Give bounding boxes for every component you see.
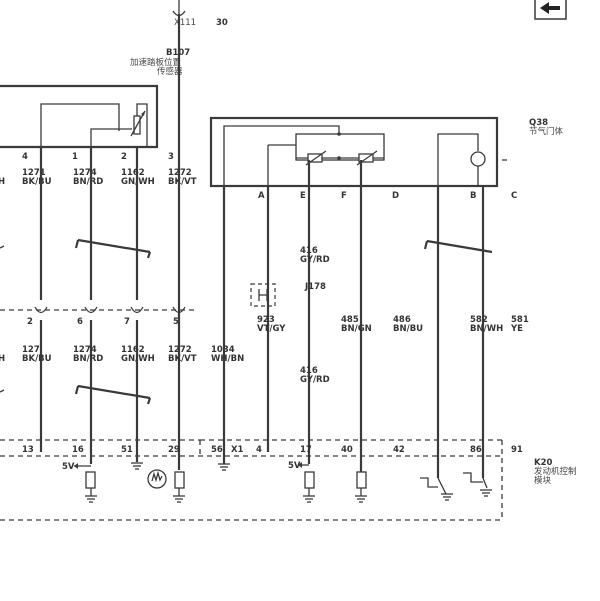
wire-1162b-num: 1162 [121,345,145,355]
wire-127-color: BK/BU [22,354,52,364]
wire-485-color: BN/GN [341,324,372,334]
k20-pin-x1: X1 [231,445,244,455]
b107-sensor-box [0,84,159,149]
q38-pin-c: C [511,191,517,201]
left-stub-lower: H [0,354,5,364]
k20-desc2: 模块 [534,475,552,486]
wire-1274-color: BN/RD [73,177,103,187]
inline-connector [0,306,196,314]
wire-1274-num: 1274 [73,168,97,178]
wire-582-color: BN/WH [470,324,503,334]
wire-486-num: 486 [393,315,411,325]
mid-pin-7: 7 [124,317,130,327]
j178-splice [250,283,276,307]
k20-pin-13: 13 [22,445,34,455]
k20-pin-16: 16 [72,445,84,455]
k20-pin-4: 4 [256,445,262,455]
k20-pin-40: 40 [341,445,353,455]
x111-label: X111 [174,18,196,28]
b107-pin-4: 4 [22,152,28,162]
q38-pin-a: A [258,191,265,201]
x111-pin-30: 30 [216,18,228,28]
k20-pin-86: 86 [470,445,482,455]
b107-desc2: 传感器 [157,66,183,77]
q38-pin-d: D [392,191,399,201]
wire-1271-num: 1271 [22,168,46,178]
wire-416-num: 416 [300,246,318,256]
wire-1274b-color: BN/RD [73,354,103,364]
j178-label: J178 [304,282,326,292]
wire-923-num: 923 [257,315,275,325]
wire-581-num: 581 [511,315,529,325]
mid-pin-2: 2 [27,317,33,327]
wire-416-color: GY/RD [300,255,330,265]
wire-1162-num: 1162 [121,168,145,178]
b107-pin-3: 3 [168,152,174,162]
wire-923-color: VT/GY [257,324,286,334]
q38-pin-e: E [300,191,306,201]
q38-box [209,116,499,188]
wire-1274b-num: 1274 [73,345,97,355]
k20-pin-56: 56 [211,445,223,455]
wire-1272b-color: BK/VT [168,354,197,364]
k20-desc: 发动机控制 [534,466,577,477]
k20-module-box [0,439,503,521]
back-arrow-icon [534,0,567,20]
k20-pin-42: 42 [393,445,405,455]
ecm-internal-circuits: 5V 5V [62,461,492,503]
wire-1272b-num: 1272 [168,345,192,355]
q38-pin-f: F [341,191,347,201]
wire-1162b-color: GN/WH [121,354,155,364]
k20-pin-51: 51 [121,445,133,455]
k20-pin-17: 17 [300,445,312,455]
mid-pin-6: 6 [77,317,83,327]
wire-485-num: 485 [341,315,359,325]
b107-pin-2: 2 [121,152,127,162]
q38-desc: 节气门体 [529,126,564,137]
k20-pin-29: 29 [168,445,180,455]
mid-pin-5: 5 [173,317,179,327]
wire-bundle [39,14,485,478]
wire-1271-color: BK/BU [22,177,52,187]
wire-582-num: 582 [470,315,488,325]
wire-581-color: YE [510,324,523,334]
k20-id: K20 [534,458,553,468]
left-stub-upper: H [0,177,5,187]
q38-id: Q38 [529,118,548,128]
wire-1272-color: BK/VT [168,177,197,187]
wire-1034-color: WH/BN [211,354,244,364]
wire-1034-num: 1034 [211,345,235,355]
connector-x111: X111 30 [172,0,228,28]
q38-pin-b: B [470,191,476,201]
wire-416b-num: 416 [300,366,318,376]
wire-416b-color: GY/RD [300,375,330,385]
b107-desc: 加速踏板位置 [130,57,182,68]
ecm-5v-label-1: 5V [62,462,75,472]
b107-pin-1: 1 [72,152,78,162]
wire-127-num: 127 [22,345,40,355]
ecm-5v-label-2: 5V [288,461,301,471]
k20-pin-91: 91 [511,445,523,455]
wire-486-color: BN/BU [393,324,423,334]
